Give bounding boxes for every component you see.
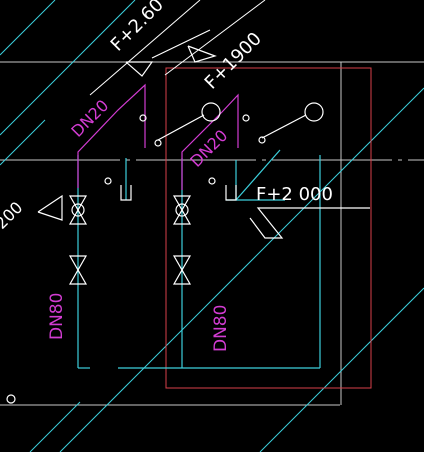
gate-valve-left-lower xyxy=(68,255,88,285)
u-trap-left xyxy=(120,185,132,201)
small-circle-6 xyxy=(258,136,266,144)
white-diagonal-2 xyxy=(164,0,266,76)
dn20-left-pipe xyxy=(77,83,146,188)
diagonal-line-2 xyxy=(0,0,136,136)
white-diagonals xyxy=(89,0,266,96)
white-diagonal-1 xyxy=(89,0,201,96)
diagonal-branch xyxy=(235,149,281,201)
diagonal-line-5 xyxy=(259,287,424,452)
gate-valve-left-upper xyxy=(68,195,88,225)
red-frame xyxy=(165,67,372,389)
magenta-pipes xyxy=(77,83,239,190)
elevation-marker-top-left xyxy=(125,61,154,77)
gate-valve-right-lower xyxy=(172,255,192,285)
label-elev-top-right: F+1900 xyxy=(201,28,266,93)
gate-valve-right-upper xyxy=(172,195,192,225)
elevation-marker-mid xyxy=(249,207,370,239)
small-circle-2 xyxy=(154,139,162,147)
small-circle-4 xyxy=(208,177,216,185)
label-dn20-right: DN20 xyxy=(186,126,231,171)
label-dim-left: 200 xyxy=(0,198,26,233)
label-dn80-right: DN80 xyxy=(211,305,231,352)
gauge-circle-right xyxy=(304,102,324,122)
label-elev-top-left: F+2.60 xyxy=(107,0,168,56)
diagonal-line-6 xyxy=(29,401,81,452)
elevation-marker-top-right xyxy=(187,45,217,63)
diagonal-line-1 xyxy=(0,0,56,56)
lever-left xyxy=(157,114,205,141)
small-circle-7 xyxy=(6,394,16,404)
lever-right xyxy=(261,114,307,139)
small-circle-3 xyxy=(104,177,112,185)
label-dn80-left: DN80 xyxy=(47,293,67,340)
diagonal-line-3 xyxy=(0,119,46,166)
fittings xyxy=(6,102,324,404)
cyan-piping xyxy=(77,149,321,369)
elevation-markers xyxy=(37,29,370,239)
gauge-circle-left xyxy=(201,102,221,122)
elevation-marker-left xyxy=(37,194,63,221)
reference-lines xyxy=(0,61,424,406)
dn20-right-pipe xyxy=(181,93,239,190)
label-elev-mid: F+2 000 xyxy=(256,184,333,205)
label-dn20-left: DN20 xyxy=(67,96,112,141)
valves xyxy=(68,195,192,285)
diagonal-line-4 xyxy=(59,87,424,452)
small-circle-5 xyxy=(242,114,250,122)
u-trap-right xyxy=(225,185,237,201)
small-circle-1 xyxy=(139,114,147,122)
elevation-leader-top xyxy=(151,29,211,59)
